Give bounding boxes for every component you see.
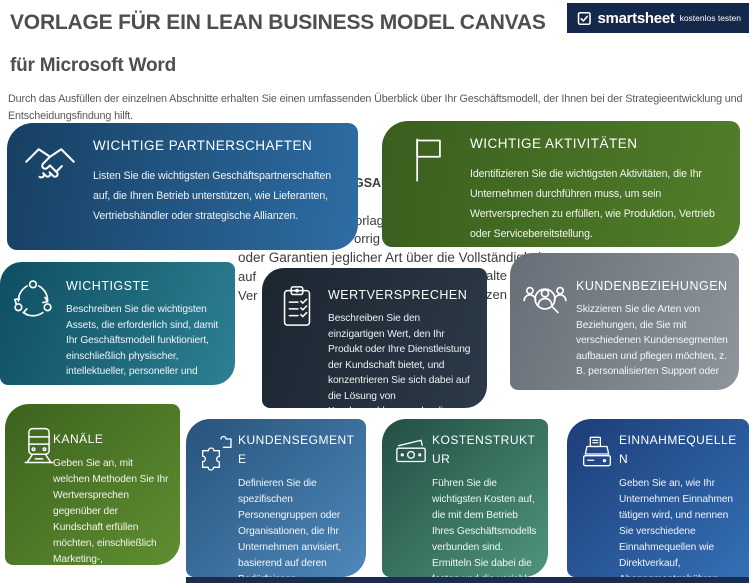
card-title: KANÄLE bbox=[53, 432, 104, 446]
card-content: WERTVERSPRECHEN Beschreiben Sie den einzi… bbox=[328, 288, 477, 408]
cta-label: kostenlos testen bbox=[679, 13, 741, 23]
card-body: Beschreiben Sie die wichtigsten Assets, … bbox=[66, 304, 219, 377]
card-title: WICHTIGSTE bbox=[66, 279, 150, 293]
check-square-icon bbox=[577, 11, 591, 25]
customers-magnifier-icon bbox=[520, 274, 570, 324]
page-subtitle: für Microsoft Word bbox=[10, 55, 176, 76]
card-kostenstruktur: KOSTENSTRUKTUR Führen Sie die wichtigsten… bbox=[382, 419, 548, 577]
background-text-fragment: Ver bbox=[238, 288, 258, 303]
cycle-icon bbox=[8, 275, 58, 325]
card-kundensegmente: KUNDENSEGMENTE Definieren Sie die spezifi… bbox=[186, 419, 366, 577]
card-wertversprechen: WERTVERSPRECHEN Beschreiben Sie den einzi… bbox=[262, 268, 487, 408]
background-text-fragment: zen bbox=[486, 287, 507, 302]
card-body: Listen Sie die wichtigsten Geschäftspart… bbox=[93, 170, 332, 222]
brand-wordmark: smartsheet bbox=[597, 9, 675, 27]
card-aktivitaeten: WICHTIGE AKTIVITÄTEN Identifizieren Sie d… bbox=[382, 121, 740, 247]
card-content: KANÄLE Geben Sie an, mit welchen Methoden… bbox=[53, 430, 170, 565]
card-content: EINNAHMEQUELLEN Geben Sie an, wie Ihr Unt… bbox=[619, 431, 739, 577]
card-body: Geben Sie an, mit welchen Methoden Sie I… bbox=[53, 458, 169, 565]
card-einnahmequellen: EINNAHMEQUELLEN Geben Sie an, wie Ihr Unt… bbox=[567, 419, 749, 577]
card-content: WICHTIGE PARTNERSCHAFTEN Listen Sie die w… bbox=[93, 138, 348, 226]
background-text-fragment: GSAU bbox=[354, 176, 391, 190]
card-content: KOSTENSTRUKTUR Führen Sie die wichtigsten… bbox=[432, 431, 538, 577]
card-content: KUNDENSEGMENTE Definieren Sie die spezifi… bbox=[238, 431, 356, 577]
card-body: Identifizieren Sie die wichtigsten Aktiv… bbox=[470, 168, 715, 240]
card-title: WICHTIGE AKTIVITÄTEN bbox=[470, 136, 638, 151]
card-partnerschaften: WICHTIGE PARTNERSCHAFTEN Listen Sie die w… bbox=[7, 123, 358, 250]
card-kanaele: KANÄLE Geben Sie an, mit welchen Methoden… bbox=[5, 404, 180, 565]
smartsheet-cta-badge[interactable]: smartsheet kostenlos testen bbox=[567, 3, 749, 33]
cash-register-icon bbox=[577, 434, 617, 474]
card-kundenbeziehungen: KUNDENBEZIEHUNGEN Skizzieren Sie die Arte… bbox=[510, 253, 739, 390]
banknotes-icon bbox=[391, 434, 431, 474]
card-content: KUNDENBEZIEHUNGEN Skizzieren Sie die Arte… bbox=[576, 279, 729, 380]
card-title: KUNDENSEGMENTE bbox=[238, 433, 355, 466]
card-body: Geben Sie an, wie Ihr Unternehmen Einnah… bbox=[619, 478, 733, 577]
handshake-icon bbox=[20, 138, 80, 198]
tram-icon bbox=[17, 424, 61, 468]
card-title: WERTVERSPRECHEN bbox=[328, 288, 468, 302]
background-text-fragment: alte bbox=[486, 268, 507, 283]
card-title: KOSTENSTRUKTUR bbox=[432, 433, 536, 466]
intro-paragraph: Durch das Ausfüllen der einzelnen Abschn… bbox=[8, 93, 743, 122]
card-body: Definieren Sie die spezifischen Personen… bbox=[238, 478, 342, 577]
background-text-fragment: orlag bbox=[355, 213, 384, 228]
section-divider-bar bbox=[186, 577, 749, 583]
flag-icon bbox=[402, 134, 454, 186]
background-text-fragment: orrig bbox=[354, 231, 381, 246]
card-content: WICHTIGSTE Beschreiben Sie die wichtigste… bbox=[66, 279, 225, 380]
card-body: Führen Sie die wichtigsten Kosten auf, d… bbox=[432, 478, 538, 577]
card-body: Skizzieren Sie die Arten von Beziehungen… bbox=[576, 304, 728, 377]
page-title: VORLAGE FÜR EIN LEAN BUSINESS MODEL CANV… bbox=[10, 11, 546, 34]
puzzle-icon bbox=[196, 434, 236, 474]
card-title: WICHTIGE PARTNERSCHAFTEN bbox=[93, 138, 313, 153]
card-title: KUNDENBEZIEHUNGEN bbox=[576, 279, 728, 293]
background-text-fragment: oder Garantien jeglicher Art über die Vo… bbox=[238, 250, 545, 265]
clipboard-checklist-icon bbox=[274, 283, 320, 329]
background-text-fragment: auf bbox=[238, 269, 257, 284]
card-title: EINNAHMEQUELLEN bbox=[619, 433, 737, 466]
card-content: WICHTIGE AKTIVITÄTEN Identifizieren Sie d… bbox=[470, 136, 730, 244]
card-body: Beschreiben Sie den einzigartigen Wert, … bbox=[328, 313, 471, 408]
card-ressourcen: WICHTIGSTE Beschreiben Sie die wichtigste… bbox=[0, 262, 235, 385]
